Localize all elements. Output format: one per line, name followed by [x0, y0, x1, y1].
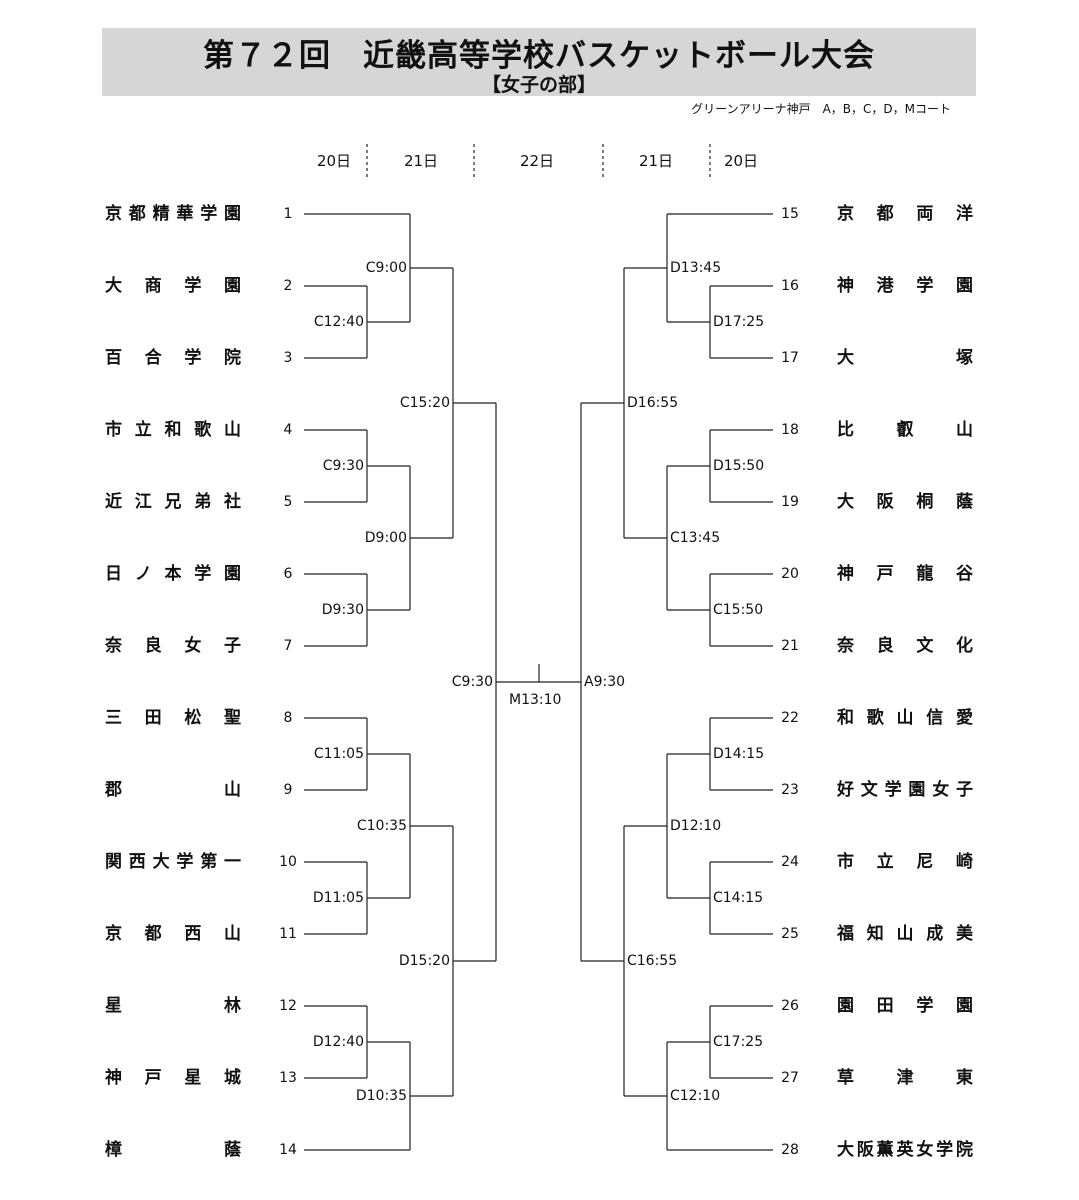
game-time-label: D16:55: [627, 395, 679, 411]
team-name: 神戸星城: [105, 1068, 241, 1088]
game-time-label: C10:35: [356, 818, 407, 834]
team-name: 大塚: [837, 348, 973, 368]
venue-note: グリーンアリーナ神戸 A，B，C，D，Mコート: [691, 102, 951, 116]
page-title: 第７２回 近畿高等学校バスケットボール大会: [203, 38, 875, 74]
page-subtitle: 【女子の部】: [481, 74, 596, 96]
team-name: 奈良女子: [105, 636, 241, 656]
game-time-label: D17:25: [713, 314, 765, 330]
game-time-label: C16:55: [627, 953, 678, 969]
team-name: 樟蔭: [105, 1140, 241, 1160]
game-time-label: D12:40: [312, 1034, 364, 1050]
team-name: 和歌山信愛: [837, 708, 973, 728]
title-bar: 第７２回 近畿高等学校バスケットボール大会 【女子の部】: [102, 28, 976, 96]
seed-number: 12: [279, 998, 297, 1014]
seed-number: 27: [781, 1070, 799, 1086]
team-name: 市立尼崎: [837, 852, 973, 872]
team-name: 神戸龍谷: [837, 564, 973, 584]
team-name: 福知山成美: [837, 924, 973, 944]
seed-number: 24: [781, 854, 799, 870]
seed-number: 17: [781, 350, 799, 366]
seed-number: 21: [781, 638, 799, 654]
seed-number: 6: [283, 566, 293, 582]
team-name: 星林: [105, 996, 241, 1016]
day-label-left-r2: 21日: [403, 152, 439, 170]
seed-number: 25: [781, 926, 799, 942]
game-time-label: C15:20: [399, 395, 450, 411]
team-name: 関西大学第一: [105, 852, 241, 872]
game-time-label: C15:50: [713, 602, 764, 618]
game-time-label: D14:15: [713, 746, 765, 762]
game-time-label: C13:45: [670, 530, 721, 546]
team-name: 草津東: [837, 1068, 973, 1088]
game-time-label: C14:15: [713, 890, 764, 906]
team-name: 日ノ本学園: [105, 564, 241, 584]
game-time-label: D13:45: [670, 260, 722, 276]
seed-number: 22: [781, 710, 799, 726]
game-time-label: C11:05: [313, 746, 364, 762]
team-name: 京都精華学園: [105, 204, 241, 224]
final-game-label: M13:10: [509, 692, 562, 708]
seed-number: 1: [283, 206, 293, 222]
seed-number: 2: [283, 278, 293, 294]
game-time-label: D9:30: [321, 602, 364, 618]
team-name: 京都西山: [105, 924, 241, 944]
team-name: 市立和歌山: [105, 420, 241, 440]
team-name: 京都両洋: [837, 204, 973, 224]
team-name: 大阪桐蔭: [837, 492, 973, 512]
team-name: 三田松聖: [105, 708, 241, 728]
team-name: 園田学園: [837, 996, 973, 1016]
seed-number: 8: [283, 710, 293, 726]
game-time-label: C9:30: [451, 674, 493, 690]
team-name: 大商学園: [105, 276, 241, 296]
team-name: 奈良文化: [837, 636, 973, 656]
seed-number: 19: [781, 494, 799, 510]
team-name: 近江兄弟社: [105, 492, 241, 512]
seed-number: 28: [781, 1142, 799, 1158]
team-name: 大阪薫英女学院: [837, 1140, 973, 1160]
seed-number: 20: [781, 566, 799, 582]
seed-number: 7: [283, 638, 293, 654]
game-time-label: C9:30: [322, 458, 364, 474]
seed-number: 4: [283, 422, 293, 438]
game-time-label: D10:35: [355, 1088, 407, 1104]
game-time-label: D12:10: [670, 818, 722, 834]
seed-number: 9: [283, 782, 293, 798]
day-label-left-r1: 20日: [316, 152, 352, 170]
seed-number: 16: [781, 278, 799, 294]
team-name: 郡山: [105, 780, 241, 800]
game-time-label: C12:40: [313, 314, 364, 330]
game-time-label: C12:10: [670, 1088, 721, 1104]
day-label-final: 22日: [519, 152, 555, 170]
seed-number: 5: [283, 494, 293, 510]
seed-number: 3: [283, 350, 293, 366]
seed-number: 26: [781, 998, 799, 1014]
game-time-label: D11:05: [312, 890, 364, 906]
seed-number: 18: [781, 422, 799, 438]
team-name: 好文学園女子: [837, 780, 973, 800]
seed-number: 14: [279, 1142, 297, 1158]
seed-number: 23: [781, 782, 799, 798]
day-label-right-r1: 20日: [723, 152, 759, 170]
seed-number: 13: [279, 1070, 297, 1086]
seed-number: 11: [279, 926, 297, 942]
game-time-label: D9:00: [364, 530, 407, 546]
seed-number: 10: [279, 854, 297, 870]
game-time-label: C17:25: [713, 1034, 764, 1050]
seed-number: 15: [781, 206, 799, 222]
game-time-label: D15:50: [713, 458, 765, 474]
team-name: 神港学園: [837, 276, 973, 296]
game-time-label: D15:20: [398, 953, 450, 969]
team-name: 比叡山: [837, 420, 973, 440]
day-label-right-r2: 21日: [638, 152, 674, 170]
game-time-label: A9:30: [584, 674, 626, 690]
game-time-label: C9:00: [365, 260, 407, 276]
team-name: 百合学院: [105, 348, 241, 368]
